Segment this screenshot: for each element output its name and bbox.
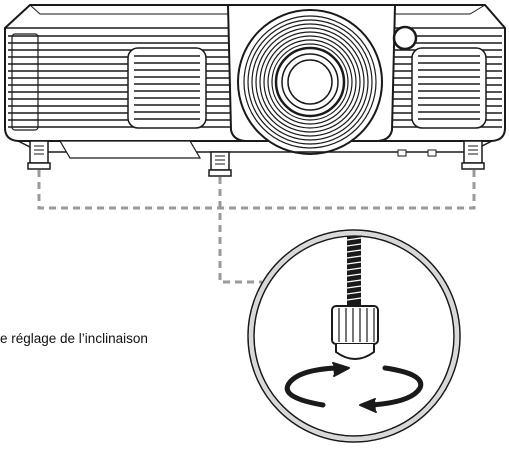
adjuster-knob <box>331 305 379 360</box>
feet-connector <box>37 170 476 210</box>
circular-arrows-icon <box>284 362 424 413</box>
dashed-connectors <box>37 170 476 284</box>
tilt-adjustment-caption: e réglage de l’inclinaison <box>0 331 148 346</box>
lens <box>237 9 383 155</box>
callout-connector <box>218 177 262 284</box>
power-button <box>392 25 418 51</box>
tilt-foot-center <box>208 151 232 177</box>
projector <box>4 4 506 177</box>
right-vent-panel <box>411 47 487 129</box>
threaded-screw <box>346 236 362 308</box>
magnifier-callout <box>247 229 461 443</box>
left-vent-panel <box>127 47 207 129</box>
tilt-foot-left <box>27 140 51 170</box>
tilt-foot-right <box>461 140 485 170</box>
